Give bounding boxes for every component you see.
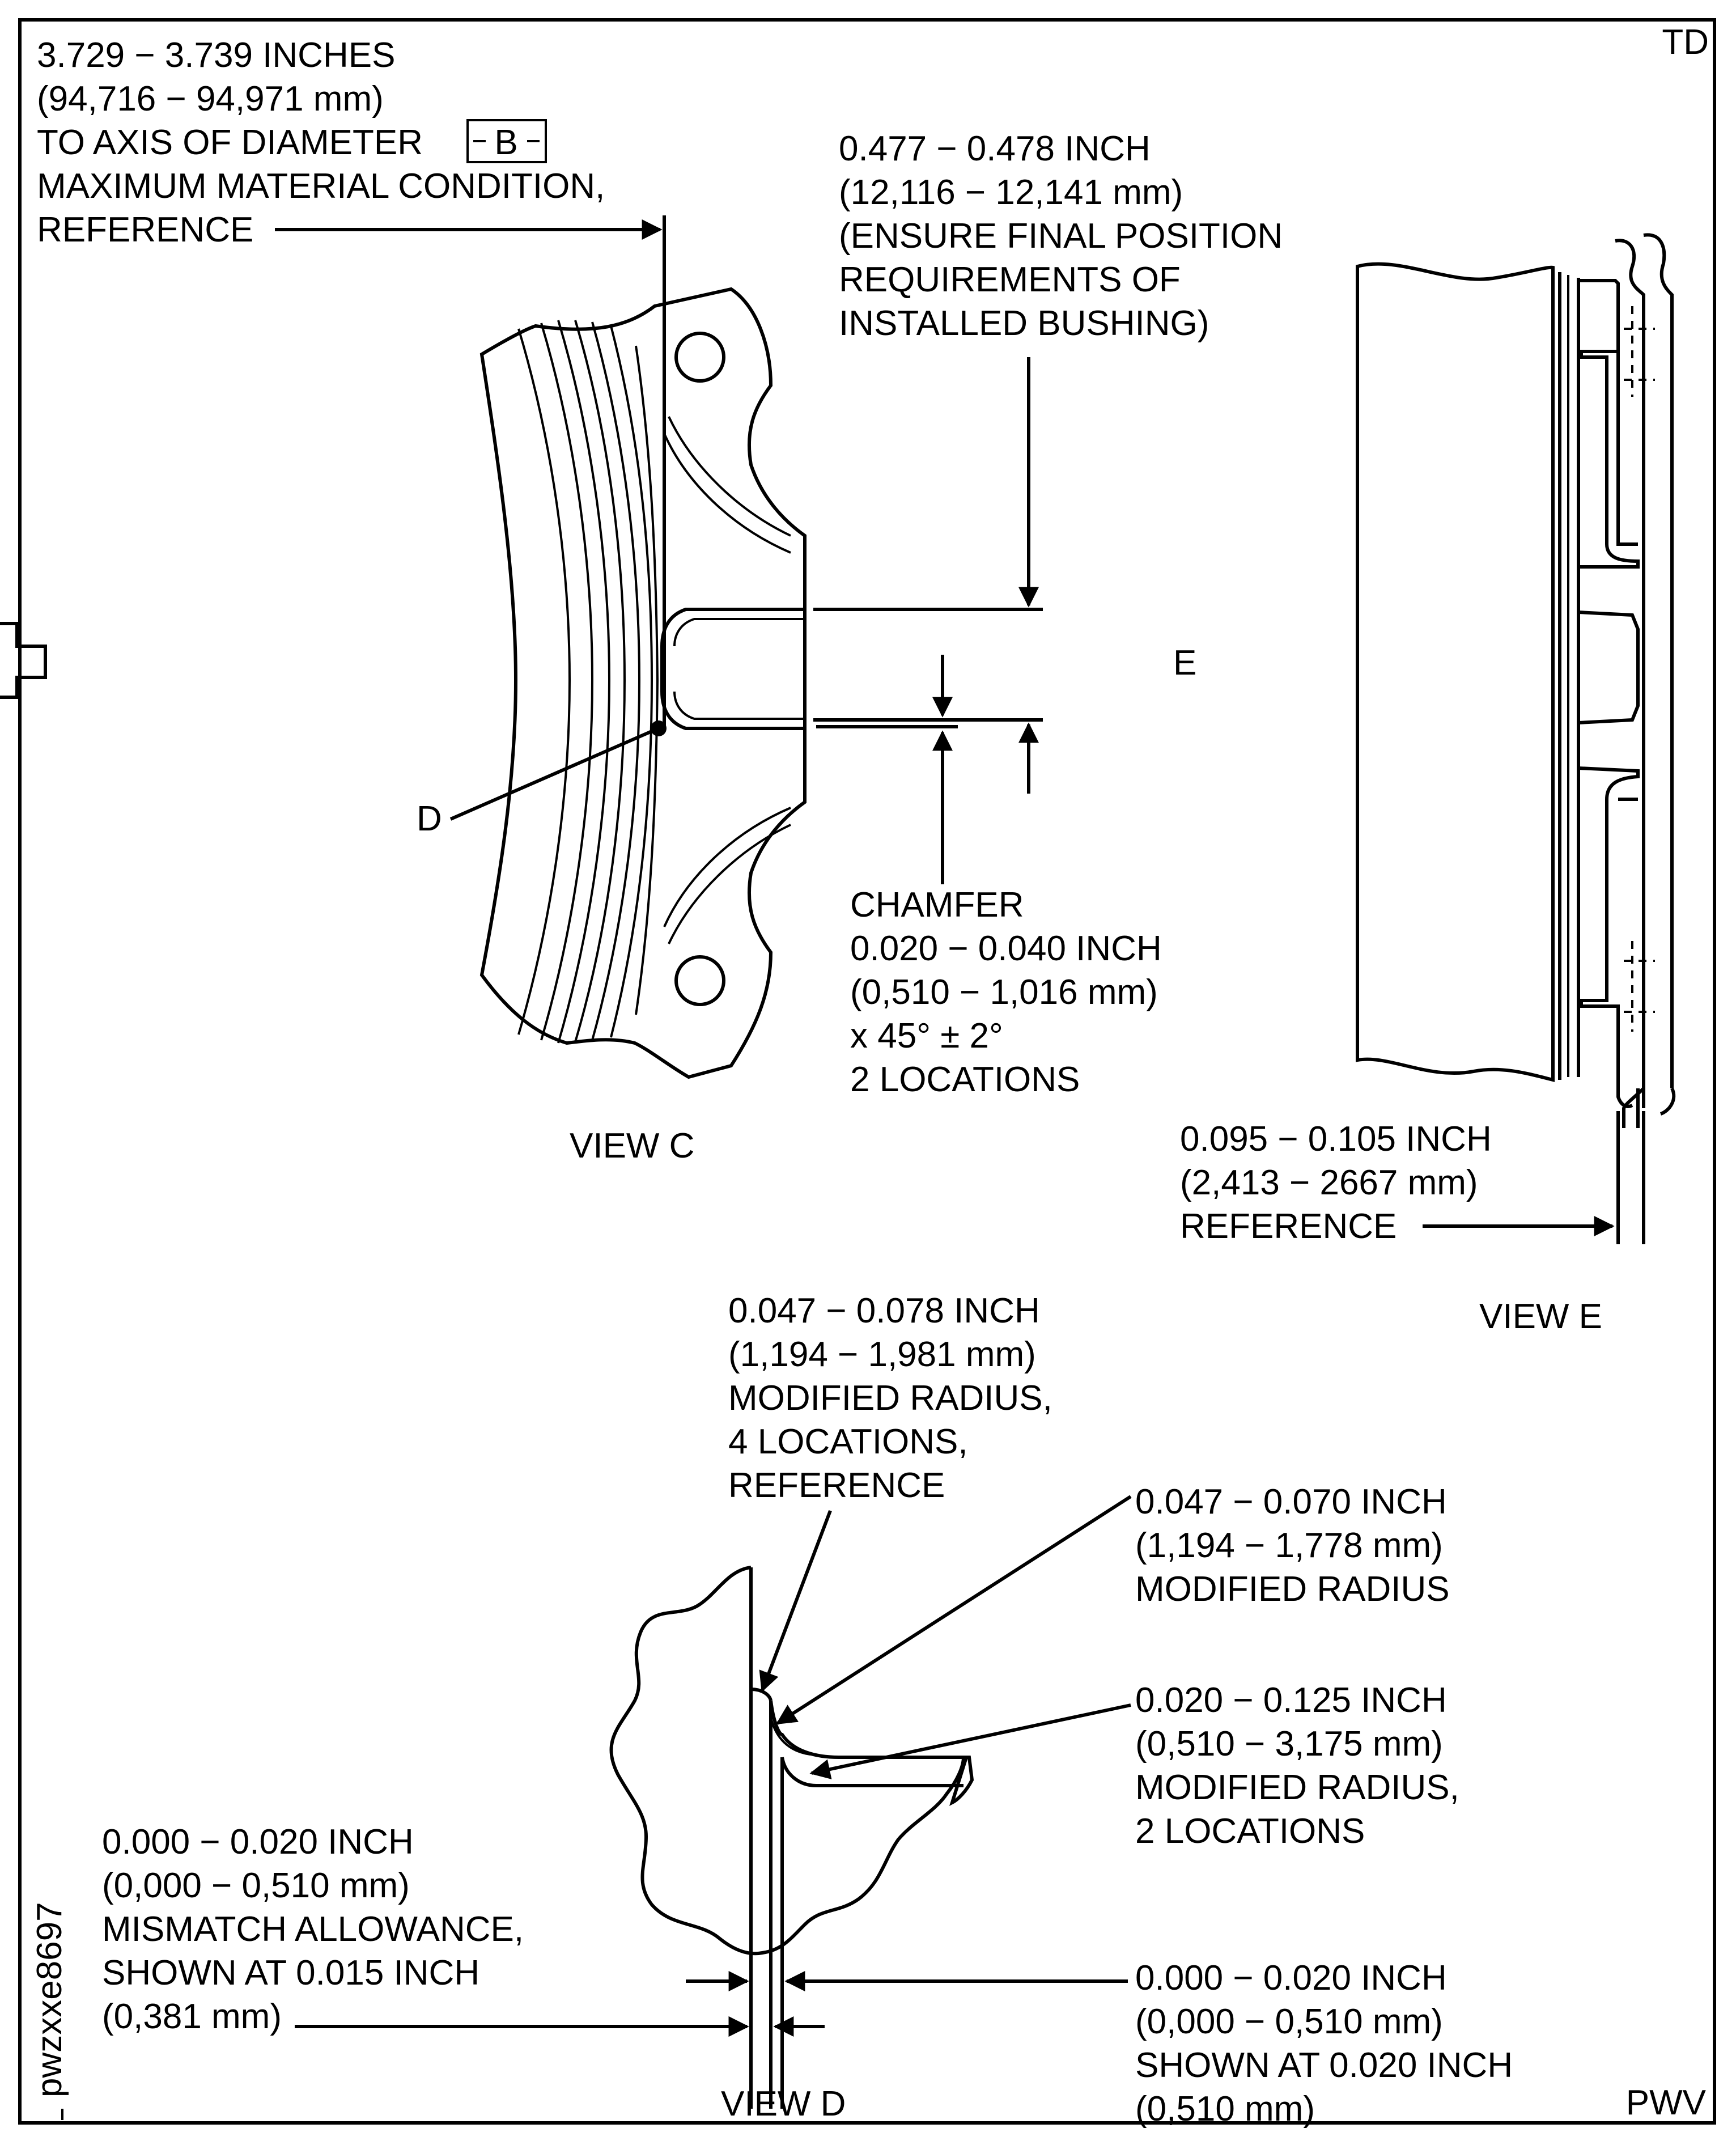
radius-2-note-line-2: (0,510 − 3,175 mm) bbox=[1135, 1724, 1443, 1764]
ring-layer-line bbox=[540, 323, 594, 1041]
mismatch-note-line-4: SHOWN AT 0.015 INCH bbox=[102, 1953, 479, 1993]
chamfer-note-line-3: (0,510 − 1,016 mm) bbox=[850, 973, 1158, 1012]
radius-4-note-line-5: REFERENCE bbox=[728, 1466, 945, 1505]
slot-note-line-1: 0.477 − 0.478 INCH bbox=[839, 129, 1151, 168]
radius-2-note-line-1: 0.020 − 0.125 INCH bbox=[1135, 1681, 1447, 1720]
view-e-arrow-label: E bbox=[1173, 643, 1196, 682]
svg-text:B: B bbox=[494, 123, 517, 162]
scallop-edge bbox=[668, 824, 791, 944]
view-e-edge bbox=[1643, 233, 1674, 1088]
scallop-edge bbox=[668, 416, 791, 537]
radius-2-leader bbox=[809, 1703, 1131, 1779]
axis-note-line-3: TO AXIS OF DIAMETER bbox=[37, 123, 423, 162]
view-e-lug-profile bbox=[1578, 279, 1640, 1080]
view-e-edge bbox=[1616, 1080, 1633, 1108]
radius-note-line-1: 0.047 − 0.070 INCH bbox=[1135, 1482, 1447, 1521]
radius-note-line-2: (1,194 − 1,778 mm) bbox=[1135, 1526, 1443, 1565]
detail-break-outline bbox=[609, 1566, 965, 1956]
mismatch-note-line-2: (0,000 − 0,510 mm) bbox=[102, 1866, 410, 1905]
view-d-title: VIEW D bbox=[721, 2084, 846, 2123]
bolt-hole-top bbox=[674, 332, 725, 383]
corner-label-td: TD bbox=[1662, 23, 1709, 62]
radius-4-note-line-1: 0.047 − 0.078 INCH bbox=[728, 1291, 1040, 1330]
view-e-edge bbox=[1615, 239, 1645, 1128]
ring-layer-line bbox=[635, 345, 659, 1015]
view-c-title: VIEW C bbox=[570, 1126, 694, 1165]
view-d: 0.047 − 0.078 INCH (1,194 − 1,981 mm) MO… bbox=[102, 1291, 1513, 2129]
chamfer-note-line-5: 2 LOCATIONS bbox=[850, 1060, 1080, 1099]
detail-d-leader bbox=[449, 730, 653, 821]
slot-note-line-5: INSTALLED BUSHING) bbox=[839, 304, 1209, 343]
radius-4-note-line-2: (1,194 − 1,981 mm) bbox=[728, 1335, 1036, 1374]
view-e: 0.095 − 0.105 INCH (2,413 − 2667 mm) REF… bbox=[1180, 233, 1676, 1336]
shown-note-line-1: 0.000 − 0.020 INCH bbox=[1135, 1959, 1447, 1998]
detail-fillet-profile bbox=[780, 1757, 963, 1787]
scallop-edge bbox=[663, 807, 791, 927]
ring-layer-line bbox=[610, 325, 653, 1038]
slot-note-line-3: (ENSURE FINAL POSITION bbox=[839, 217, 1283, 256]
axis-note-line-4: MAXIMUM MATERIAL CONDITION, bbox=[37, 167, 605, 206]
mismatch-note-line-5: (0,381 mm) bbox=[102, 1997, 282, 2036]
detail-d-marker bbox=[651, 720, 667, 736]
view-e-arrow bbox=[0, 622, 47, 699]
ring-segment-outline bbox=[479, 287, 807, 1079]
detail-d-label: D bbox=[417, 799, 442, 838]
datum-b-symbol: B bbox=[466, 119, 547, 163]
scallop-edge bbox=[663, 433, 791, 554]
axis-note-line-1: 3.729 − 3.739 INCHES bbox=[37, 36, 395, 75]
ring-layer-line bbox=[557, 320, 611, 1044]
view-e-title: VIEW E bbox=[1479, 1297, 1602, 1336]
slot-edge-inner bbox=[673, 691, 805, 720]
detail-fillet-profile bbox=[750, 1688, 773, 1701]
slot-edge-inner bbox=[673, 618, 805, 647]
shown-note-line-3: SHOWN AT 0.020 INCH bbox=[1135, 2046, 1513, 2085]
radius-4-note-line-3: MODIFIED RADIUS, bbox=[728, 1379, 1052, 1418]
figure-id: pwzxxe8697 bbox=[30, 1902, 69, 2097]
slot-outline bbox=[660, 608, 805, 730]
radius-4-note-line-4: 4 LOCATIONS, bbox=[728, 1422, 968, 1461]
slot-note-line-4: REQUIREMENTS OF bbox=[839, 260, 1181, 299]
view-e-lug-profile bbox=[1616, 283, 1638, 801]
chamfer-note-line-1: CHAMFER bbox=[850, 885, 1024, 925]
bolt-hole-bottom bbox=[674, 955, 725, 1006]
axis-note-line-2: (94,716 − 94,971 mm) bbox=[37, 79, 384, 118]
drawing-frame bbox=[18, 18, 1716, 2125]
shown-note-line-2: (0,000 − 0,510 mm) bbox=[1135, 2002, 1443, 2041]
radius-2-note-line-3: MODIFIED RADIUS, bbox=[1135, 1768, 1459, 1807]
ring-layer-line bbox=[591, 321, 641, 1041]
mismatch-note-line-1: 0.000 − 0.020 INCH bbox=[102, 1822, 414, 1862]
axis-note-line-5: REFERENCE bbox=[37, 210, 253, 249]
slot-note-line-2: (12,116 − 12,141 mm) bbox=[839, 173, 1183, 212]
radius-2-note-line-4: 2 LOCATIONS bbox=[1135, 1812, 1365, 1851]
ring-layer-line bbox=[574, 320, 626, 1042]
corner-label-pwv: PWV bbox=[1626, 2083, 1707, 2122]
view-e-body-outline bbox=[1356, 262, 1555, 1082]
ring-layer-line bbox=[517, 328, 571, 1035]
thickness-note-line-1: 0.095 − 0.105 INCH bbox=[1180, 1120, 1492, 1159]
chamfer-note-line-2: 0.020 − 0.040 INCH bbox=[850, 929, 1162, 968]
thickness-note-line-3: REFERENCE bbox=[1180, 1207, 1397, 1246]
view-e-edge bbox=[1659, 1087, 1676, 1116]
thickness-note-line-2: (2,413 − 2667 mm) bbox=[1180, 1163, 1478, 1202]
mismatch-note-line-3: MISMATCH ALLOWANCE, bbox=[102, 1910, 524, 1949]
shown-note-line-4: (0,510 mm) bbox=[1135, 2089, 1315, 2129]
detail-fillet-profile bbox=[770, 1717, 811, 1756]
radius-leader bbox=[775, 1495, 1132, 1725]
view-c: 3.729 − 3.739 INCHES (94,716 − 94,971 mm… bbox=[0, 36, 1283, 1165]
radius-note-line-3: MODIFIED RADIUS bbox=[1135, 1570, 1450, 1609]
detail-fillet-profile bbox=[769, 1700, 974, 1806]
chamfer-note-line-4: x 45° ± 2° bbox=[850, 1016, 1003, 1055]
radius-4-leader bbox=[759, 1510, 832, 1693]
